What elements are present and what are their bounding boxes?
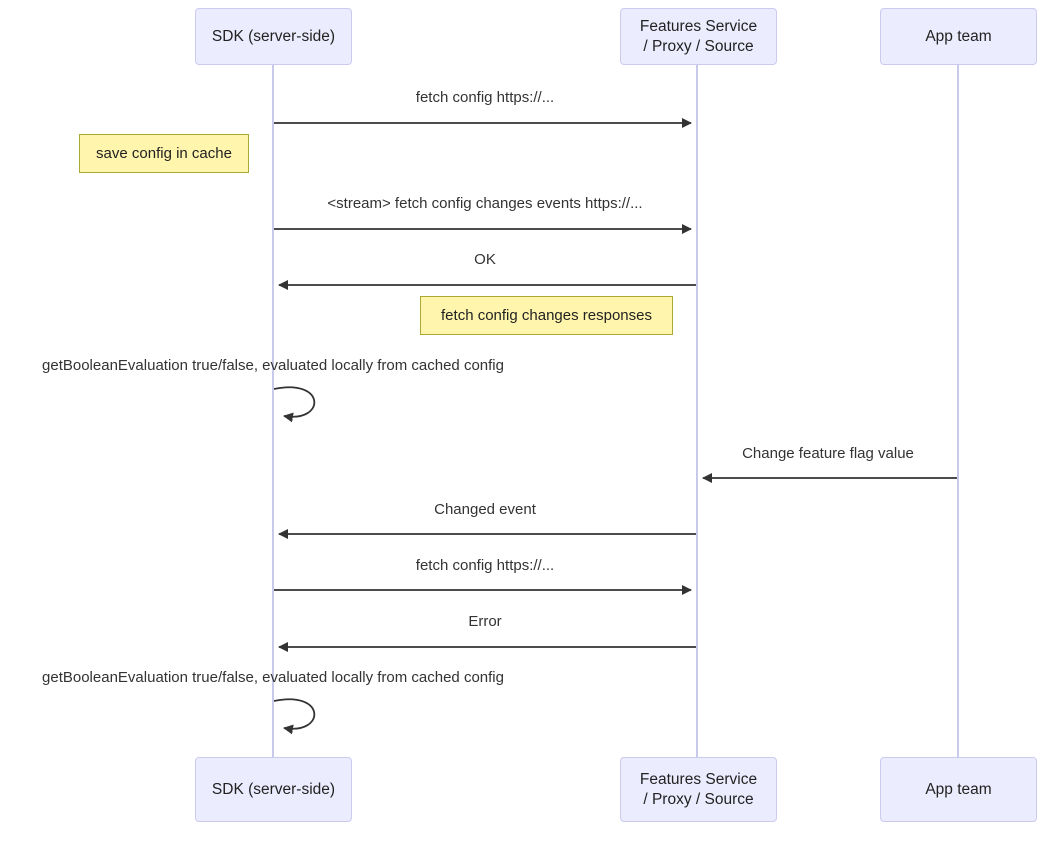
message-label-change-feature-flag: Change feature flag value <box>742 445 914 462</box>
actor-features-service-top: Features Service / Proxy / Source <box>620 8 777 65</box>
message-label-fetch-config: fetch config https://... <box>415 89 555 106</box>
message-label-changed-event: Changed event <box>434 501 536 518</box>
note-fetch-config-changes-responses: fetch config changes responses <box>420 296 673 335</box>
actor-sdk-bottom: SDK (server-side) <box>195 757 352 822</box>
actor-sdk-label: SDK (server-side) <box>211 27 336 45</box>
actor-sdk-top: SDK (server-side) <box>195 8 352 65</box>
message-label-stream-fetch-changes: <stream> fetch config changes events htt… <box>327 195 643 212</box>
actor-features-service-bottom: Features Service / Proxy / Source <box>620 757 777 822</box>
lifeline-features-service <box>696 65 698 757</box>
actor-features-service-label: Features Service / Proxy / Source <box>639 771 758 808</box>
actor-app-team-top: App team <box>880 8 1037 65</box>
actor-app-team-label: App team <box>925 27 992 45</box>
message-label-get-boolean-evaluation-2: getBooleanEvaluation true/false, evaluat… <box>42 669 504 686</box>
actor-features-service-label: Features Service / Proxy / Source <box>639 18 758 55</box>
self-loop-get-boolean-evaluation-2 <box>273 698 316 735</box>
lifeline-sdk <box>272 65 274 757</box>
actor-app-team-bottom: App team <box>880 757 1037 822</box>
message-label-get-boolean-evaluation-1: getBooleanEvaluation true/false, evaluat… <box>42 357 504 374</box>
lifeline-app-team <box>957 65 959 757</box>
note-save-config-in-cache: save config in cache <box>79 134 249 173</box>
message-label-ok: OK <box>474 251 496 268</box>
message-label-fetch-config-2: fetch config https://... <box>415 557 555 574</box>
actor-sdk-label: SDK (server-side) <box>211 780 336 798</box>
self-loop-get-boolean-evaluation-1 <box>273 386 316 423</box>
actor-app-team-label: App team <box>925 780 992 798</box>
message-label-error: Error <box>468 613 502 630</box>
